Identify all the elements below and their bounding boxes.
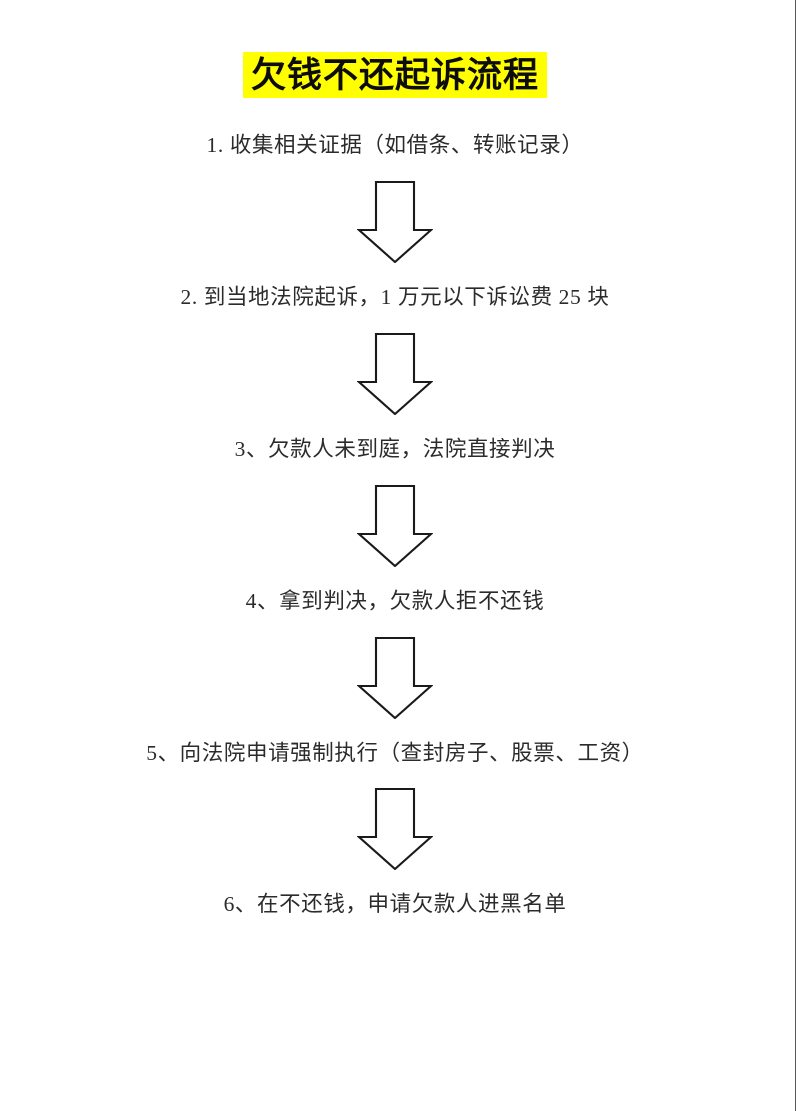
down-arrow-icon-3 (357, 484, 433, 567)
down-arrow-icon-1 (357, 180, 433, 263)
down-arrow-icon-2 (357, 332, 433, 415)
flow-step-5: 5、向法院申请强制执行（查封房子、股票、工资） (146, 740, 644, 765)
flow-step-3: 3、欠款人未到庭，法院直接判决 (234, 436, 556, 461)
down-arrow-icon-4 (357, 636, 433, 719)
flow-step-4: 4、拿到判决，欠款人拒不还钱 (245, 588, 545, 613)
flow-step-6: 6、在不还钱，申请欠款人进黑名单 (223, 892, 567, 917)
page-edge-line (795, 0, 796, 1111)
page-title: 欠钱不还起诉流程 (242, 52, 547, 98)
flow-step-1: 1. 收集相关证据（如借条、转账记录） (206, 133, 584, 157)
flow-step-2: 2. 到当地法院起诉，1 万元以下诉讼费 25 块 (180, 284, 610, 309)
page-title-text: 欠钱不还起诉流程 (242, 52, 547, 98)
down-arrow-icon-5 (357, 788, 433, 871)
